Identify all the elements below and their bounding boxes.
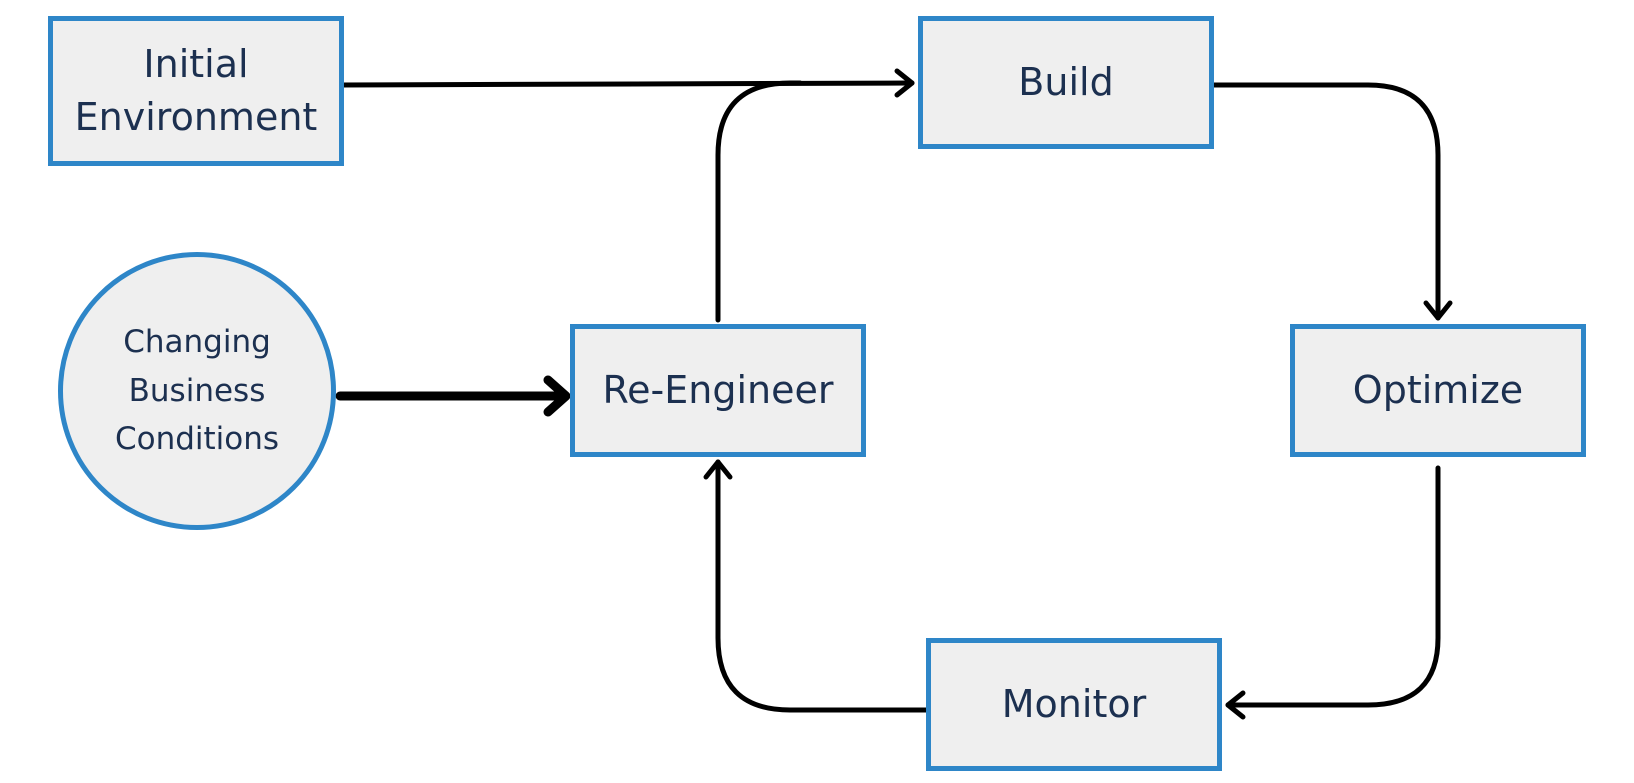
arrowhead-build-to-optimize bbox=[1423, 300, 1453, 321]
node-monitor: Monitor bbox=[926, 638, 1222, 771]
arrow-build-to-optimize bbox=[1211, 82, 1441, 321]
node-re-engineer-label: Re-Engineer bbox=[602, 367, 834, 412]
arrow-monitor-to-reengineer bbox=[715, 459, 929, 713]
node-optimize-label: Optimize bbox=[1352, 367, 1524, 412]
node-optimize: Optimize bbox=[1290, 324, 1586, 457]
arrowhead-changing-to-reengineer bbox=[543, 375, 571, 417]
arrowhead-monitor-to-reengineer bbox=[703, 459, 733, 480]
node-initial-environment-label: Initial Environment bbox=[74, 41, 318, 139]
arrowhead-initial-to-build bbox=[894, 68, 915, 98]
arrowhead-optimize-to-monitor bbox=[1225, 690, 1246, 720]
arrow-reengineer-to-build bbox=[715, 80, 803, 323]
arrow-initial-to-build bbox=[337, 80, 915, 88]
node-re-engineer: Re-Engineer bbox=[570, 324, 866, 457]
node-changing-business-conditions-label: Changing Business Conditions bbox=[114, 323, 280, 458]
node-monitor-label: Monitor bbox=[1001, 681, 1147, 726]
node-build-label: Build bbox=[1018, 59, 1114, 104]
node-changing-business-conditions: Changing Business Conditions bbox=[58, 252, 336, 530]
arrow-optimize-to-monitor bbox=[1225, 465, 1441, 708]
node-build: Build bbox=[918, 16, 1214, 149]
node-initial-environment: Initial Environment bbox=[48, 16, 344, 166]
